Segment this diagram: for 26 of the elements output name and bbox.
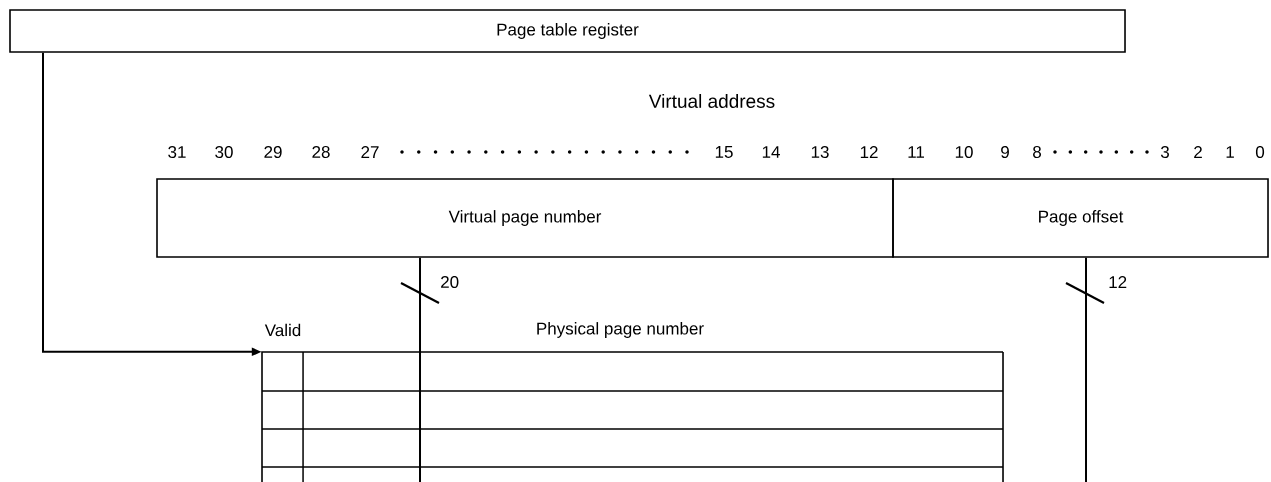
bit-number: 9 xyxy=(1001,146,1009,159)
bit-number: 14 xyxy=(762,146,780,158)
register-box: Page table register xyxy=(9,9,1126,53)
bit-number: 15 xyxy=(715,146,733,158)
bit-number: 2 xyxy=(1194,146,1202,158)
connector xyxy=(419,256,421,482)
bit-number: 30 xyxy=(215,146,233,159)
bit-number: 8 xyxy=(1033,146,1041,159)
bit-number: 12 xyxy=(860,146,878,158)
bit-number: 1 xyxy=(1226,146,1234,158)
bit-number: 29 xyxy=(264,146,282,159)
edge-label: 12 xyxy=(1109,276,1127,288)
bit-number: 31 xyxy=(168,146,186,159)
bit-number: 3 xyxy=(1160,146,1169,159)
bit-number: 13 xyxy=(811,146,829,159)
bit-number: 27 xyxy=(361,146,379,158)
bit-number: 10 xyxy=(955,146,973,159)
connector xyxy=(1085,256,1087,482)
heading: Virtual address xyxy=(648,94,775,108)
bit-number: 28 xyxy=(312,146,330,159)
field-box: Page offset xyxy=(892,178,1269,258)
edge-label: 20 xyxy=(441,276,459,289)
page-table: Valid Physical page number xyxy=(261,322,1004,482)
bit-number: 11 xyxy=(908,146,924,158)
field-box: Virtual page number xyxy=(156,178,894,258)
bit-number: 0 xyxy=(1255,146,1265,159)
